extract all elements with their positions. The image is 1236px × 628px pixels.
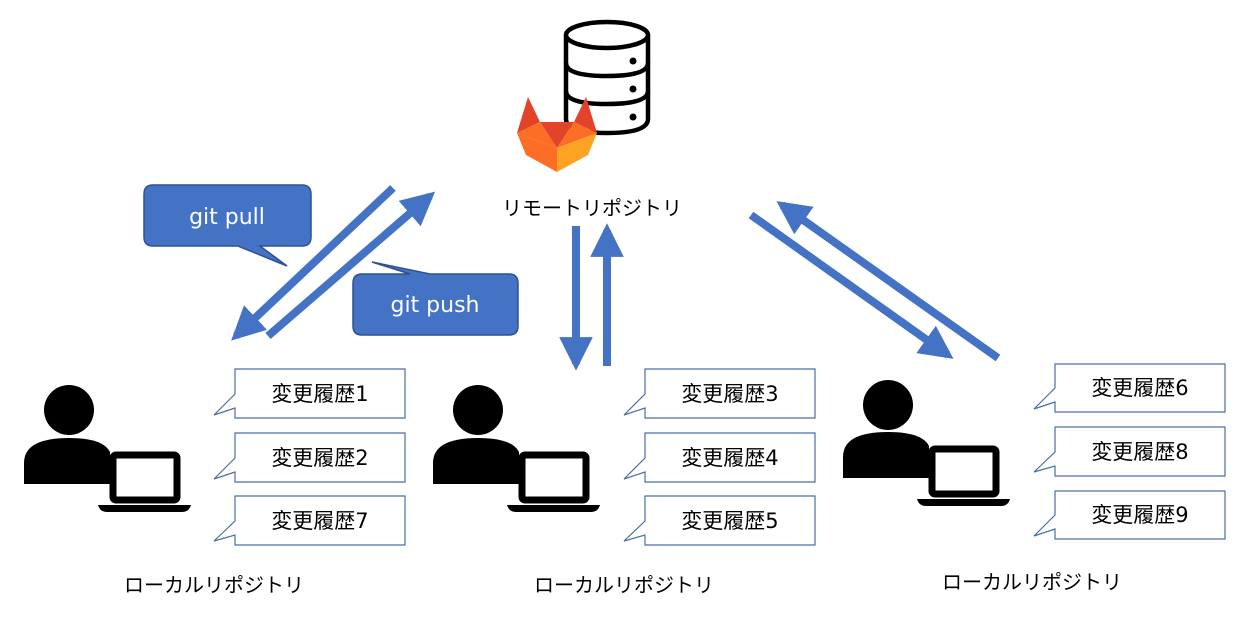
arrows	[231, 185, 1001, 371]
history-callout: 変更履歴7	[213, 495, 406, 546]
svg-text:変更履歴6: 変更履歴6	[1091, 376, 1188, 400]
local-repository-label-3: ローカルリポジトリ	[942, 570, 1122, 594]
history-callouts-3: 変更履歴6 変更履歴8 変更履歴9	[1033, 363, 1226, 540]
git-pull-label: git pull	[189, 205, 265, 230]
local-user-2	[433, 385, 600, 512]
svg-text:変更履歴7: 変更履歴7	[271, 509, 368, 533]
local-repository-label-2: ローカルリポジトリ	[534, 573, 714, 597]
svg-text:変更履歴5: 変更履歴5	[681, 509, 778, 533]
history-callout: 変更履歴5	[623, 495, 816, 546]
user-icon	[433, 385, 519, 484]
svg-text:変更履歴1: 変更履歴1	[271, 382, 368, 406]
history-callout: 変更履歴9	[1033, 490, 1226, 540]
user-icon	[24, 385, 110, 484]
history-callout: 変更履歴1	[213, 368, 406, 419]
history-callout: 変更履歴6	[1033, 363, 1226, 413]
laptop-icon	[917, 445, 1010, 506]
svg-text:変更履歴9: 変更履歴9	[1091, 503, 1188, 527]
git-push-label: git push	[390, 293, 479, 318]
database-server-icon	[563, 19, 651, 136]
git-pull-bubble: git pull	[143, 184, 312, 267]
local-repository-label-1: ローカルリポジトリ	[124, 573, 304, 597]
history-callouts-1: 変更履歴1 変更履歴2 変更履歴7	[213, 368, 406, 546]
laptop-icon	[507, 451, 600, 512]
laptop-icon	[98, 451, 191, 512]
history-callouts-2: 変更履歴3 変更履歴4 変更履歴5	[623, 368, 816, 546]
push-arrow-left	[265, 191, 436, 340]
pull-arrow-left	[231, 185, 396, 341]
history-callout: 変更履歴2	[213, 432, 406, 483]
svg-text:変更履歴8: 変更履歴8	[1091, 440, 1188, 464]
remote-repository-label: リモートリポジトリ	[502, 196, 682, 220]
history-callout: 変更履歴4	[623, 432, 816, 483]
svg-text:変更履歴4: 変更履歴4	[681, 446, 778, 470]
local-user-1	[24, 385, 191, 512]
history-callout: 変更履歴8	[1033, 426, 1226, 477]
svg-text:変更履歴3: 変更履歴3	[681, 382, 778, 406]
push-arrow-right	[776, 201, 1001, 362]
history-callout: 変更履歴3	[623, 368, 816, 419]
git-push-bubble: git push	[352, 261, 519, 336]
gitlab-logo-icon	[517, 97, 597, 172]
pull-arrow-right	[748, 211, 954, 359]
user-icon	[843, 380, 929, 478]
svg-text:変更履歴2: 変更履歴2	[271, 446, 368, 470]
local-user-3	[843, 380, 1010, 506]
